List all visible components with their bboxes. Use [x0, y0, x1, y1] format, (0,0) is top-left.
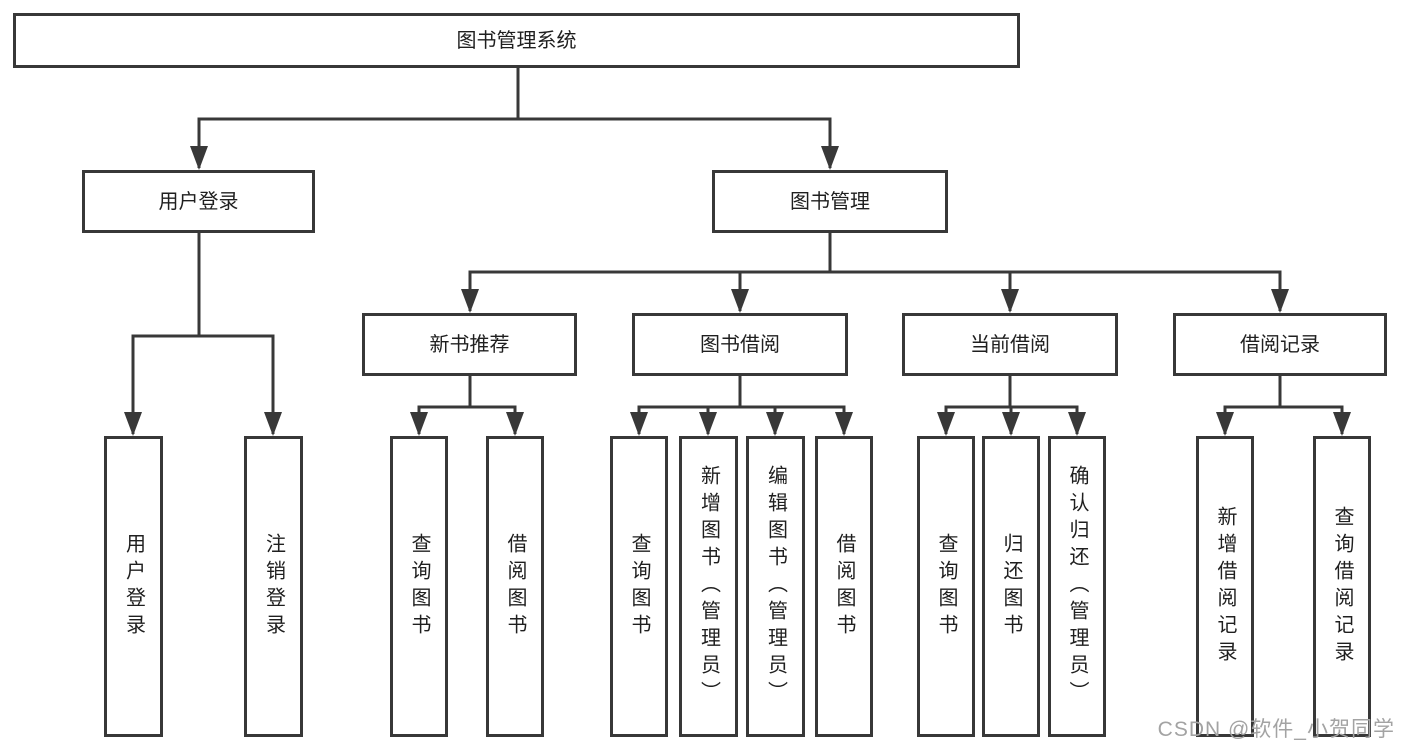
node-user-login: 用户登录	[82, 170, 315, 233]
node-label: 借阅图书	[504, 532, 526, 641]
node-label: 编辑图书（管理员）	[764, 465, 787, 708]
node-label: 查询图书	[628, 532, 650, 641]
leaf-borrow-books-1: 借阅图书	[486, 436, 544, 737]
leaf-user-login: 用户登录	[104, 436, 163, 737]
leaf-edit-books-admin: 编辑图书（管理员）	[746, 436, 805, 737]
node-label: 新增借阅记录	[1214, 505, 1236, 668]
leaf-query-books-2: 查询图书	[610, 436, 668, 737]
leaf-add-books-admin: 新增图书（管理员）	[679, 436, 738, 737]
node-label: 归还图书	[1000, 532, 1022, 641]
leaf-query-borrow-record: 查询借阅记录	[1313, 436, 1371, 737]
leaf-return-books: 归还图书	[982, 436, 1040, 737]
node-label: 图书借阅	[700, 333, 780, 356]
node-label: 借阅记录	[1240, 333, 1320, 356]
node-label: 查询借阅记录	[1331, 505, 1353, 668]
node-label: 注销登录	[262, 532, 285, 641]
node-new-book-recommend: 新书推荐	[362, 313, 577, 376]
node-library-management-system: 图书管理系统	[13, 13, 1020, 68]
leaf-query-books-3: 查询图书	[917, 436, 975, 737]
node-current-borrow: 当前借阅	[902, 313, 1118, 376]
node-label: 查询图书	[408, 532, 430, 641]
node-label: 用户登录	[122, 532, 145, 641]
node-label: 新书推荐	[429, 333, 510, 356]
leaf-add-borrow-record: 新增借阅记录	[1196, 436, 1254, 737]
node-label: 当前借阅	[970, 333, 1050, 356]
leaf-logout: 注销登录	[244, 436, 303, 737]
node-label: 图书管理	[790, 190, 870, 213]
leaf-confirm-return-admin: 确认归还（管理员）	[1048, 436, 1106, 737]
leaf-query-books-1: 查询图书	[390, 436, 448, 737]
node-label: 图书管理系统	[456, 29, 577, 52]
node-label: 借阅图书	[833, 532, 855, 641]
node-label: 查询图书	[935, 532, 957, 641]
node-label: 新增图书（管理员）	[697, 465, 720, 708]
node-borrow-records: 借阅记录	[1173, 313, 1387, 376]
node-label: 用户登录	[158, 190, 239, 213]
node-book-management: 图书管理	[712, 170, 948, 233]
node-book-borrow: 图书借阅	[632, 313, 848, 376]
leaf-borrow-books-2: 借阅图书	[815, 436, 873, 737]
node-label: 确认归还（管理员）	[1066, 465, 1088, 708]
csdn-watermark: CSDN @软件_小贺同学	[1157, 718, 1395, 741]
